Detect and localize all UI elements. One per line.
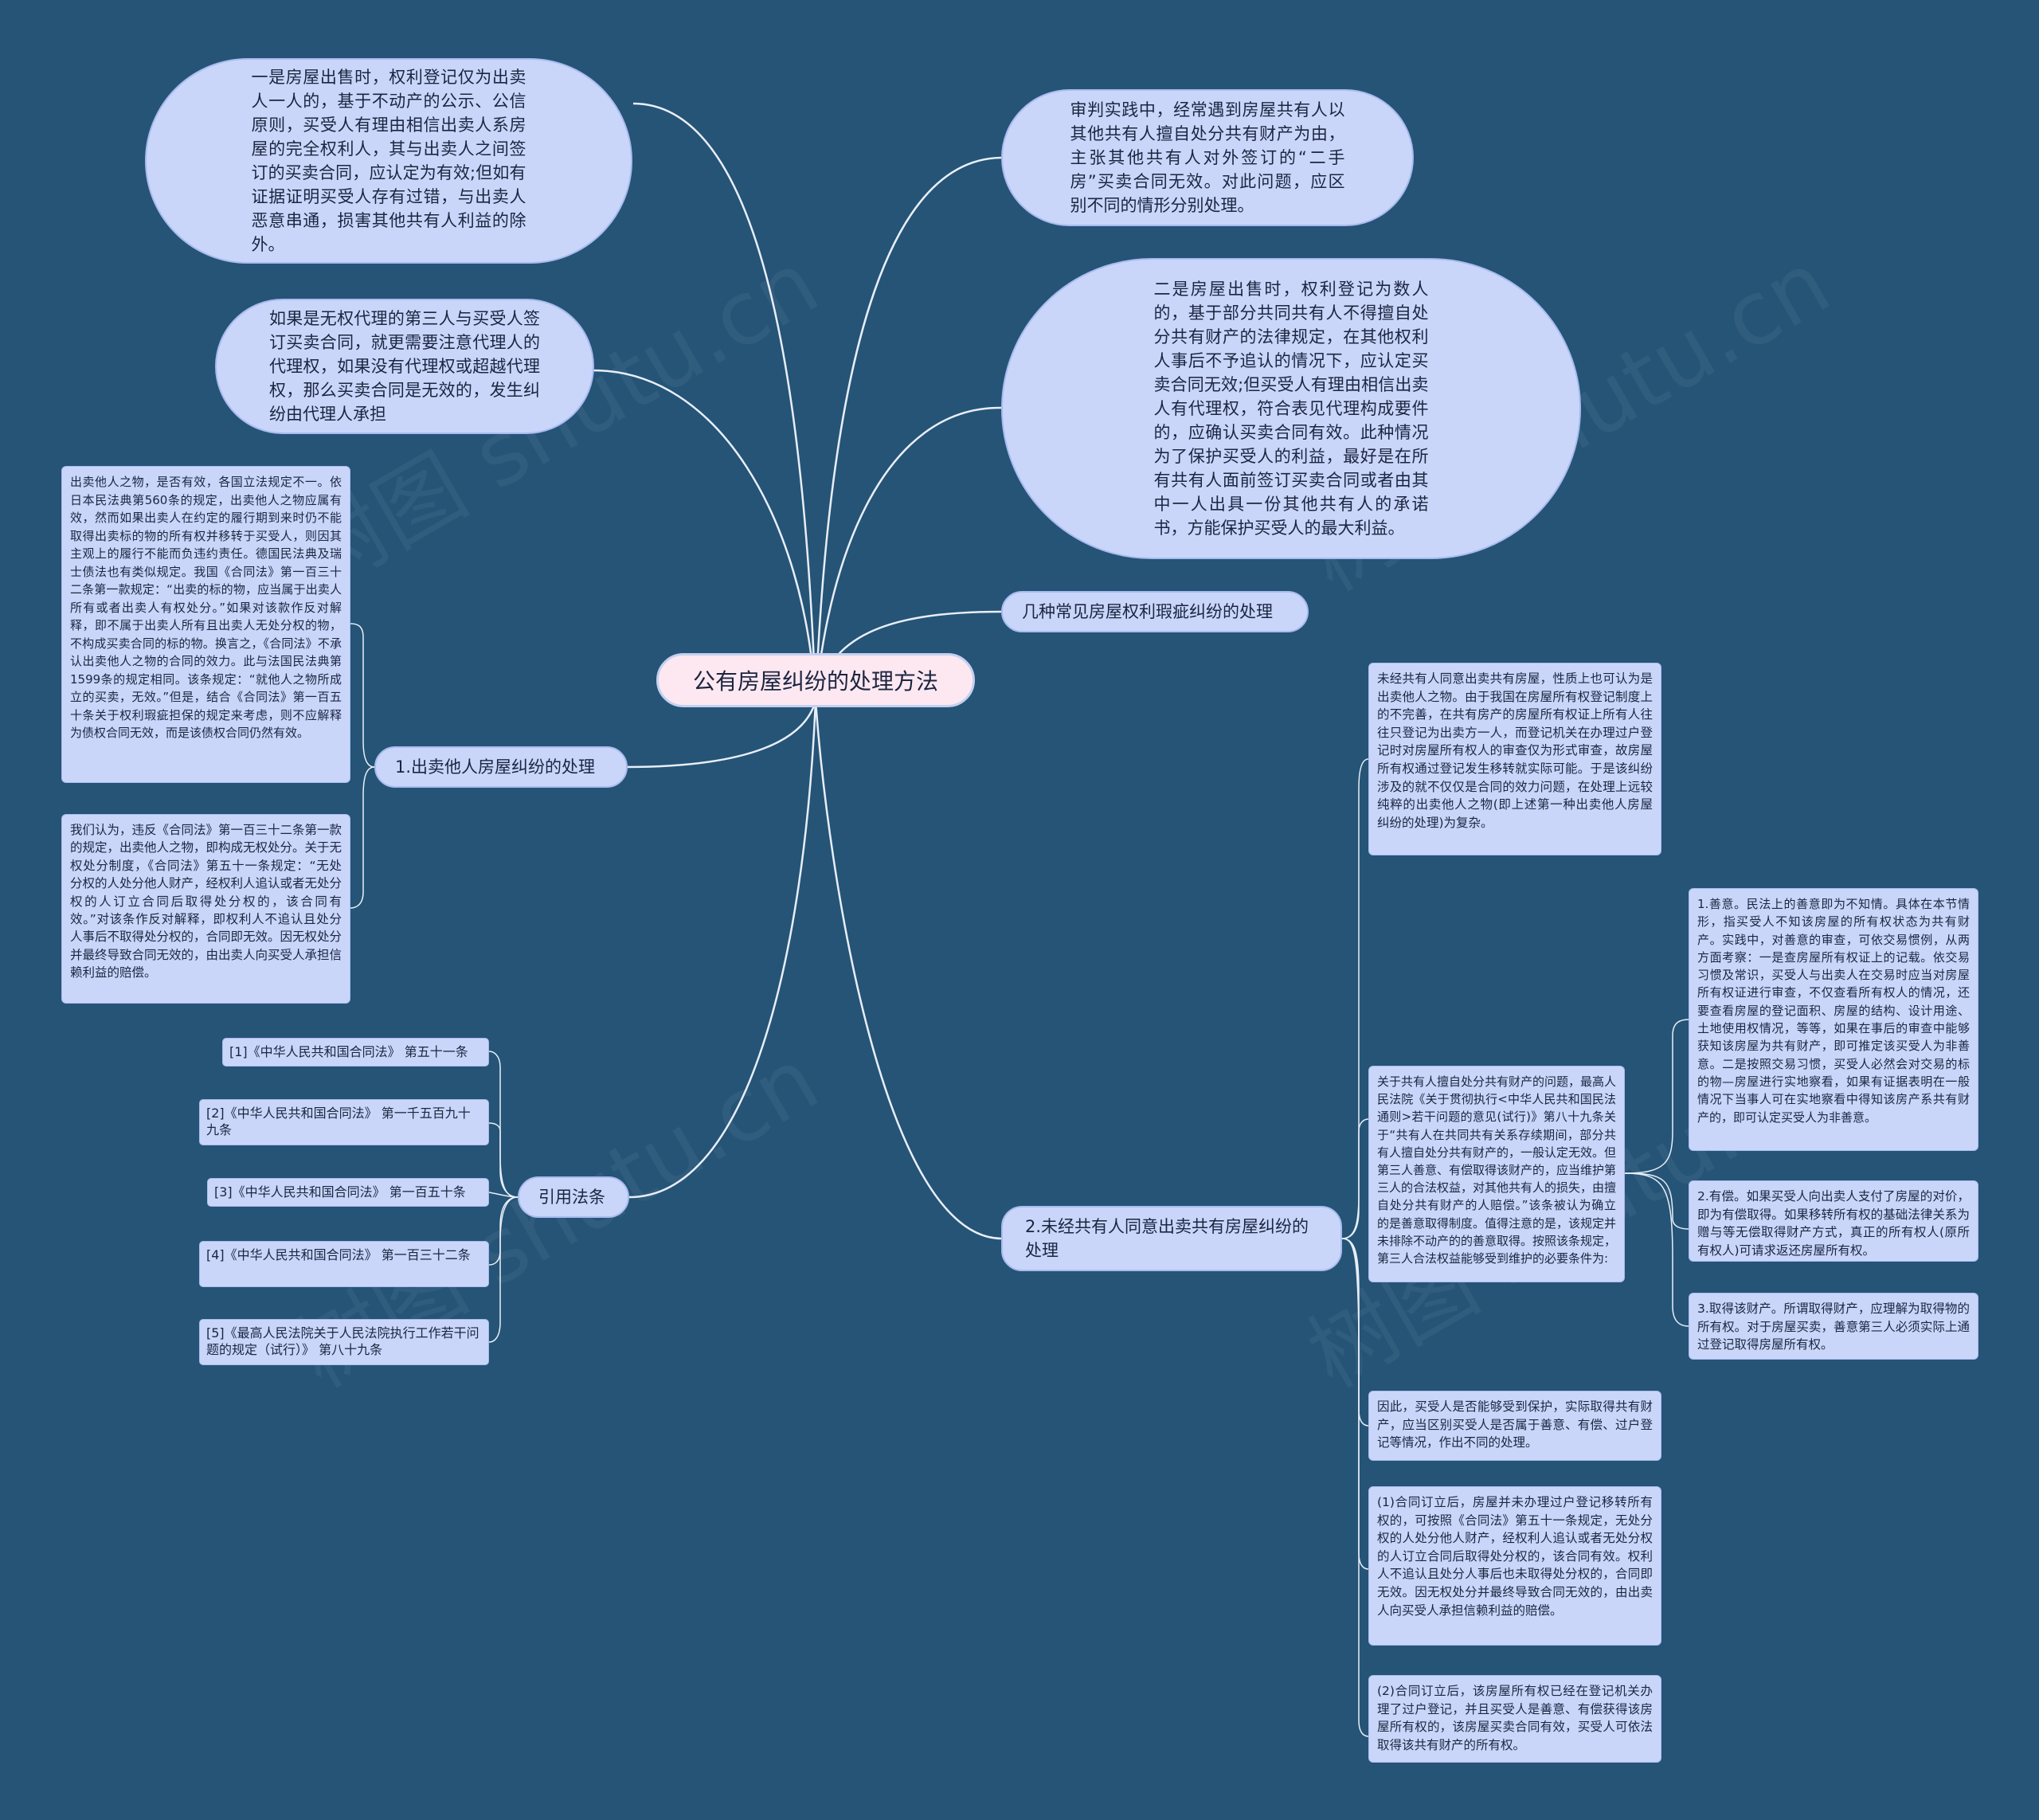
note-box[interactable]: 我们认为，违反《合同法》第一百三十二条第一款的规定，出卖他人之物，即构成无权处分… — [61, 814, 350, 1004]
note-box[interactable]: (2)合同订立后，该房屋所有权已经在登记机关办理了过户登记，并且买受人是善意、有… — [1368, 1675, 1661, 1763]
law-text: [3]《中华人民共和国合同法》 第一百五十条 — [214, 1184, 466, 1200]
right-oval-2-text: 二是房屋出售时，权利登记为数人的，基于部分共同共有人不得擅自处分共有财产的法律规… — [1153, 280, 1429, 538]
condition-box[interactable]: 3.取得该财产。所谓取得财产，应理解为取得物的所有权。对于房屋买卖，善意第三人必… — [1689, 1293, 1978, 1360]
condition-text: 3.取得该财产。所谓取得财产，应理解为取得物的所有权。对于房屋买卖，善意第三人必… — [1697, 1301, 1970, 1352]
topic-common-defects[interactable]: 几种常见房屋权利瑕疵纠纷的处理 — [1001, 591, 1309, 632]
law-item[interactable]: [5]《最高人民法院关于人民法院执行工作若干问题的规定（试行）》 第八十九条 — [199, 1319, 489, 1365]
right-oval-2[interactable]: 二是房屋出售时，权利登记为数人的，基于部分共同共有人不得擅自处分共有财产的法律规… — [1001, 258, 1581, 559]
root-label: 公有房屋纠纷的处理方法 — [692, 668, 938, 695]
law-text: [2]《中华人民共和国合同法》 第一千五百九十九条 — [206, 1106, 471, 1137]
condition-text: 1.善意。民法上的善意即为不知情。具体在本节情形，指买受人不知该房屋的所有权状态… — [1697, 897, 1970, 1125]
law-item[interactable]: [4]《中华人民共和国合同法》 第一百三十二条 — [199, 1241, 489, 1287]
branch-co-owned-house[interactable]: 2.未经共有人同意出卖共有房屋纠纷的处理 — [1001, 1206, 1342, 1271]
note-text: (2)合同订立后，该房屋所有权已经在登记机关办理了过户登记，并且买受人是善意、有… — [1377, 1684, 1653, 1752]
law-item[interactable]: [1]《中华人民共和国合同法》 第五十一条 — [222, 1038, 489, 1067]
left-oval-1[interactable]: 一是房屋出售时，权利登记仅为出卖人一人的，基于不动产的公示、公信原则，买受人有理… — [145, 58, 632, 264]
note-text: 未经共有人同意出卖共有房屋，性质上也可认为是出卖他人之物。由于我国在房屋所有权登… — [1377, 671, 1653, 830]
condition-text: 2.有偿。如果买受人向出卖人支付了房屋的对价，即为有偿取得。如果移转所有权的基础… — [1697, 1189, 1970, 1258]
left-oval-2[interactable]: 如果是无权代理的第三人与买受人签订买卖合同，就更需要注意代理人的代理权，如果没有… — [215, 299, 594, 434]
note-box[interactable]: 关于共有人擅自处分共有财产的问题，最高人民法院《关于贯彻执行<中华人民共和国民法… — [1368, 1066, 1625, 1282]
law-item[interactable]: [3]《中华人民共和国合同法》 第一百五十条 — [207, 1178, 489, 1207]
law-text: [4]《中华人民共和国合同法》 第一百三十二条 — [206, 1247, 471, 1262]
note-text: 关于共有人擅自处分共有财产的问题，最高人民法院《关于贯彻执行<中华人民共和国民法… — [1377, 1074, 1617, 1266]
root-topic[interactable]: 公有房屋纠纷的处理方法 — [656, 653, 975, 707]
branch-label: 2.未经共有人同意出卖共有房屋纠纷的处理 — [1025, 1217, 1309, 1260]
note-box[interactable]: 出卖他人之物，是否有效，各国立法规定不一。依日本民法典第560条的规定，出卖他人… — [61, 466, 350, 783]
note-text: 因此，买受人是否能够受到保护，实际取得共有财产，应当区别买受人是否属于善意、有偿… — [1377, 1399, 1653, 1450]
law-text: [5]《最高人民法院关于人民法院执行工作若干问题的规定（试行）》 第八十九条 — [206, 1325, 479, 1357]
condition-box[interactable]: 2.有偿。如果买受人向出卖人支付了房屋的对价，即为有偿取得。如果移转所有权的基础… — [1689, 1180, 1978, 1262]
note-box[interactable]: 因此，买受人是否能够受到保护，实际取得共有财产，应当区别买受人是否属于善意、有偿… — [1368, 1391, 1661, 1461]
note-box[interactable]: (1)合同订立后，房屋并未办理过户登记移转所有权的，可按照《合同法》第五十一条规… — [1368, 1486, 1661, 1646]
right-oval-1-text: 审判实践中，经常遇到房屋共有人以其他共有人擅自处分共有财产为由，主张其他共有人对… — [1070, 100, 1345, 215]
branch-cited-laws[interactable]: 引用法条 — [518, 1176, 629, 1218]
left-oval-2-text: 如果是无权代理的第三人与买受人签订买卖合同，就更需要注意代理人的代理权，如果没有… — [269, 309, 540, 424]
condition-box[interactable]: 1.善意。民法上的善意即为不知情。具体在本节情形，指买受人不知该房屋的所有权状态… — [1689, 888, 1978, 1151]
branch-label: 引用法条 — [538, 1188, 605, 1207]
right-oval-1[interactable]: 审判实践中，经常遇到房屋共有人以其他共有人擅自处分共有财产为由，主张其他共有人对… — [1001, 89, 1414, 226]
note-text: (1)合同订立后，房屋并未办理过户登记移转所有权的，可按照《合同法》第五十一条规… — [1377, 1495, 1653, 1618]
left-oval-1-text: 一是房屋出售时，权利登记仅为出卖人一人的，基于不动产的公示、公信原则，买受人有理… — [251, 68, 526, 254]
branch-label: 1.出卖他人房屋纠纷的处理 — [395, 757, 596, 777]
law-item[interactable]: [2]《中华人民共和国合同法》 第一千五百九十九条 — [199, 1099, 489, 1145]
law-text: [1]《中华人民共和国合同法》 第五十一条 — [229, 1044, 468, 1059]
note-text: 出卖他人之物，是否有效，各国立法规定不一。依日本民法典第560条的规定，出卖他人… — [70, 475, 342, 740]
note-text: 我们认为，违反《合同法》第一百三十二条第一款的规定，出卖他人之物，即构成无权处分… — [70, 823, 342, 980]
topic-label: 几种常见房屋权利瑕疵纠纷的处理 — [1022, 602, 1273, 621]
branch-sell-others-house[interactable]: 1.出卖他人房屋纠纷的处理 — [374, 746, 628, 788]
note-box[interactable]: 未经共有人同意出卖共有房屋，性质上也可认为是出卖他人之物。由于我国在房屋所有权登… — [1368, 663, 1661, 855]
